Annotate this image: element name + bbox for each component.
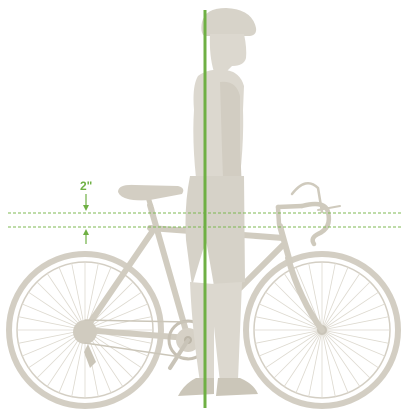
wheel-spoke [321, 329, 361, 387]
wheel-spoke [321, 316, 390, 331]
wheel-spoke [283, 329, 323, 387]
chain [84, 319, 189, 323]
legs [190, 282, 242, 382]
head [209, 34, 247, 72]
wheel-spoke [265, 329, 323, 369]
crankset [167, 319, 209, 370]
wheel-spoke [273, 329, 323, 379]
wheel-spoke [254, 329, 323, 344]
rear-derailleur [73, 320, 97, 368]
wheel-spoke [321, 291, 379, 331]
wheel-spoke [254, 316, 323, 331]
wheel-spoke [321, 329, 336, 398]
wheel-spoke [84, 291, 142, 331]
wheel-spoke [321, 329, 371, 379]
clearance-label: 2" [80, 179, 92, 193]
bike-frame [82, 202, 325, 341]
wheel-spoke [258, 329, 323, 357]
wheel-spoke [321, 329, 390, 344]
clearance-arrows [83, 194, 89, 244]
wheel-spoke [321, 273, 361, 331]
wheel-spoke [84, 303, 149, 331]
wheel-spoke [321, 266, 349, 331]
wheel-spoke [308, 262, 323, 331]
wheel-spoke [265, 291, 323, 331]
wheel-spoke [321, 303, 386, 331]
shoes [178, 378, 258, 396]
wheel-spoke [21, 303, 86, 331]
wheel-spoke [321, 281, 371, 331]
wheel-spoke [295, 329, 323, 394]
wheel-spoke [321, 329, 349, 394]
wheel-spoke [71, 262, 86, 331]
wheel-spoke [28, 291, 86, 331]
wheel-spoke [58, 266, 86, 331]
handlebar [275, 181, 341, 247]
wheel-spoke [258, 303, 323, 331]
helmet [201, 8, 257, 36]
wheel-spoke [308, 329, 323, 398]
wheel-spoke [36, 281, 86, 331]
wheel-spoke [321, 329, 379, 369]
wheel-spoke [321, 262, 336, 331]
road-bike [6, 181, 401, 409]
shorts [185, 176, 245, 286]
wheel-spoke [46, 273, 86, 331]
wheel-spoke [84, 262, 99, 331]
wheel-spoke [321, 329, 386, 357]
saddle [118, 184, 184, 213]
